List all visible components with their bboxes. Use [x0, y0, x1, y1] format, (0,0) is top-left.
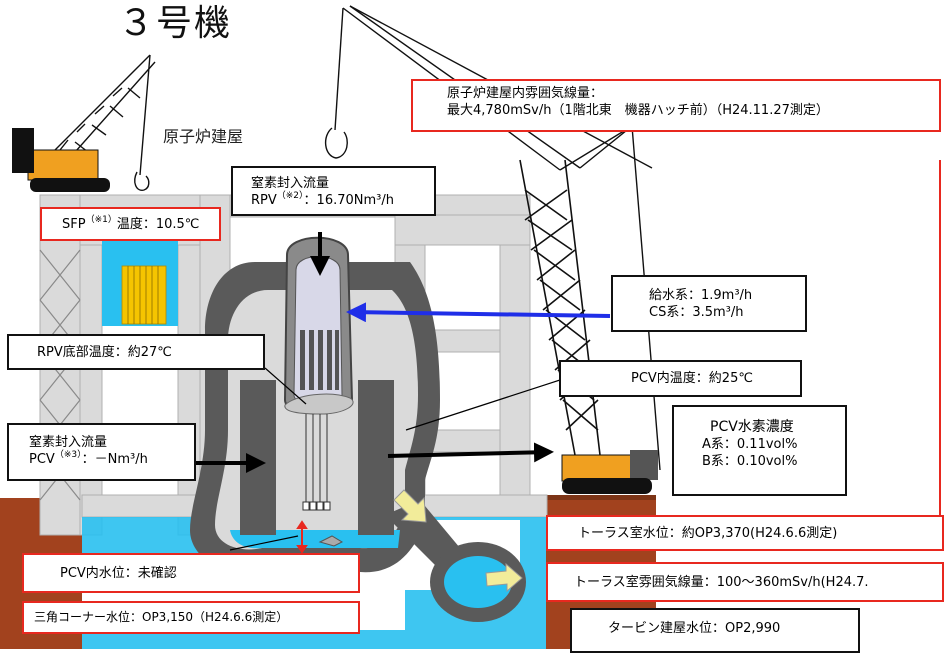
- main-crane-mast: [519, 159, 601, 456]
- nitrogen-rpv-callout: 窒素封入流量 RPV（※2）：16.70Nm³/h: [231, 166, 436, 216]
- nitrogen-pcv-value: ：－Nm³/h: [81, 452, 148, 467]
- nitrogen-pcv-title: 窒素封入流量: [29, 435, 108, 450]
- pcv-temp-callout: PCV内温度：約25℃: [559, 360, 802, 397]
- pedestal-left: [240, 380, 276, 535]
- pcv-hydrogen-title: PCV水素濃度: [710, 419, 794, 435]
- rpv-bottom-temp-text: RPV底部温度：約27℃: [37, 345, 172, 360]
- torus-water-text: トーラス室水位：約OP3,370(H24.6.6測定): [578, 526, 838, 541]
- corner-water-callout: 三角コーナー水位：OP3,150（H24.6.6測定）: [22, 601, 360, 634]
- reactor-building-dose-line2: 最大4,780mSv/h（1階北東 機器ハッチ前）（H24.11.27測定）: [447, 103, 829, 118]
- torus-water-callout: トーラス室水位：約OP3,370(H24.6.6測定): [546, 515, 944, 551]
- pcv-hydrogen-b: B系：0.10vol%: [702, 454, 798, 469]
- sfp-temp-callout: SFP（※1）温度：10.5℃: [40, 207, 221, 241]
- reactor-building-dose-line1: 原子炉建屋内雰囲気線量：: [447, 86, 604, 101]
- nitrogen-pcv-note: （※3）: [54, 450, 82, 460]
- nitrogen-pcv-callout: 窒素封入流量 PCV（※3）：－Nm³/h: [7, 423, 196, 481]
- arrow-feedwater: [346, 302, 611, 323]
- corner-water-text: 三角コーナー水位：OP3,150（H24.6.6測定）: [34, 610, 289, 624]
- nitrogen-rpv-prefix: RPV: [251, 193, 277, 208]
- rpv-bottom-temp-callout: RPV底部温度：約27℃: [7, 334, 265, 370]
- debris-pedestal: [318, 535, 344, 547]
- leader-pcv-water: [229, 535, 299, 551]
- torus-dose-callout: トーラス室雰囲気線量：100～360mSv/h(H24.7.: [546, 562, 944, 602]
- sfp-temp-note: （※1）: [85, 215, 117, 225]
- feedwater-line1: 給水系：1.9m³/h: [649, 288, 753, 303]
- molten-debris: [284, 393, 354, 415]
- reactor-building-label: 原子炉建屋: [163, 127, 244, 146]
- nitrogen-pcv-prefix: PCV: [29, 452, 55, 467]
- control-rod-lines: [305, 414, 328, 502]
- yellow-arrow-1: [393, 489, 427, 523]
- turbine-water-text: タービン建屋水位：OP2,990: [608, 621, 781, 636]
- torus-dose-text: トーラス室雰囲気線量：100～360mSv/h(H24.7.: [574, 575, 869, 590]
- leader-pcv-temp: [405, 379, 561, 431]
- nitrogen-rpv-note: （※2）: [276, 191, 304, 201]
- main-crane-body: [561, 450, 658, 494]
- left-crane-body: [12, 128, 110, 192]
- pcv-water-text: PCV内水位：未確認: [60, 566, 177, 581]
- unit-title: ３号機: [118, 3, 233, 44]
- leader-rpv-bottom: [264, 367, 307, 405]
- feedwater-line2: CS系：3.5m³/h: [649, 305, 744, 320]
- sfp-temp-prefix: SFP: [62, 217, 86, 232]
- fuel-rods: [300, 330, 339, 390]
- pcv-hydrogen-a: A系：0.11vol%: [702, 437, 798, 452]
- nitrogen-rpv-value: ：16.70Nm³/h: [303, 193, 394, 208]
- pcv-temp-text: PCV内温度：約25℃: [631, 371, 753, 386]
- suppression-chamber-water: [444, 556, 512, 608]
- sfp-temp-value: 温度：10.5℃: [116, 217, 200, 232]
- pcv-hydrogen-callout: PCV水素濃度 A系：0.11vol% B系：0.10vol%: [672, 405, 847, 496]
- arrow-pcv-hydrogen: [387, 442, 554, 463]
- fuel-rack: [121, 265, 167, 325]
- pcv-water-callout: PCV内水位：未確認: [22, 553, 360, 593]
- pedestal-right: [358, 380, 394, 535]
- yellow-arrow-2: [485, 562, 523, 593]
- feedwater-callout: 給水系：1.9m³/h CS系：3.5m³/h: [611, 275, 807, 332]
- ground-strip: [546, 495, 656, 500]
- turbine-water-callout: タービン建屋水位：OP2,990: [570, 608, 860, 653]
- cr-drives: [302, 501, 331, 511]
- reactor-building-dose-callout: 原子炉建屋内雰囲気線量： 最大4,780mSv/h（1階北東 機器ハッチ前）（H…: [411, 79, 941, 132]
- nitrogen-rpv-title: 窒素封入流量: [251, 176, 330, 191]
- pcv-water-level-marker: [296, 520, 308, 554]
